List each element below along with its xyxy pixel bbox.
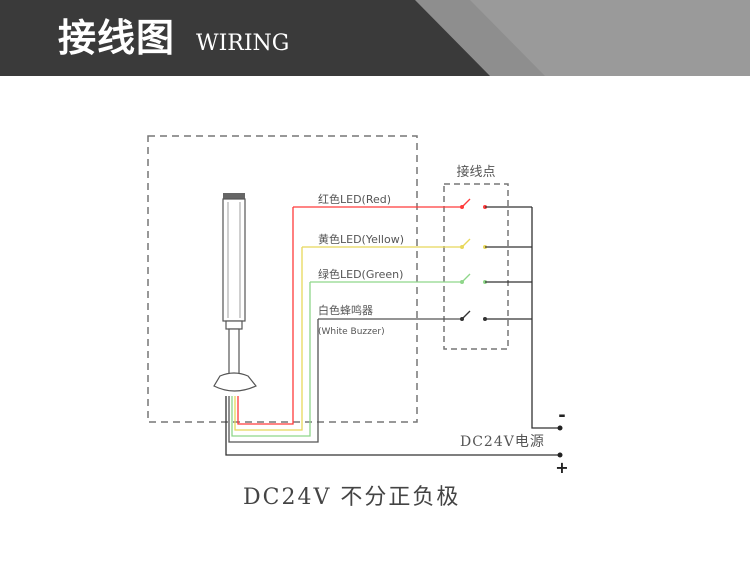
- page-title: 接线图: [58, 15, 176, 60]
- minus-sign: -: [558, 405, 565, 426]
- wire-label-yellow: 黄色LED(Yellow): [318, 232, 404, 246]
- wire-label-red: 红色LED(Red): [318, 192, 391, 206]
- header-banner: 接线图 WIRING: [0, 0, 750, 76]
- wire-label-green: 绿色LED(Green): [318, 267, 403, 281]
- buzzer-wire-down: [228, 319, 319, 443]
- page-subtitle: WIRING: [196, 31, 290, 56]
- tower-enclosure-box: [147, 135, 418, 423]
- wire-sublabel-buzzer: (White Buzzer): [318, 327, 385, 337]
- light-tower: [213, 193, 257, 392]
- switch-green: [460, 273, 532, 284]
- green-wire-down: [231, 282, 311, 437]
- switch-buzzer: [460, 310, 532, 321]
- contact-points-box: [443, 183, 509, 350]
- red-wire-down: [237, 207, 294, 425]
- header-background: [0, 0, 750, 76]
- positive-terminal: [557, 452, 563, 458]
- common-wire: [225, 396, 560, 456]
- contact-points-label: 接线点: [456, 164, 495, 180]
- yellow-wire-down: [234, 247, 303, 431]
- switch-red: [460, 198, 532, 209]
- plus-sign: +: [555, 458, 568, 477]
- switch-yellow: [460, 238, 532, 249]
- wire-label-buzzer: 白色蜂鸣器: [318, 303, 373, 317]
- negative-bus: [531, 207, 560, 429]
- footer-note: DC24V 不分正负极: [243, 485, 461, 510]
- power-label: DC24V电源: [460, 434, 545, 450]
- negative-terminal: [557, 425, 563, 431]
